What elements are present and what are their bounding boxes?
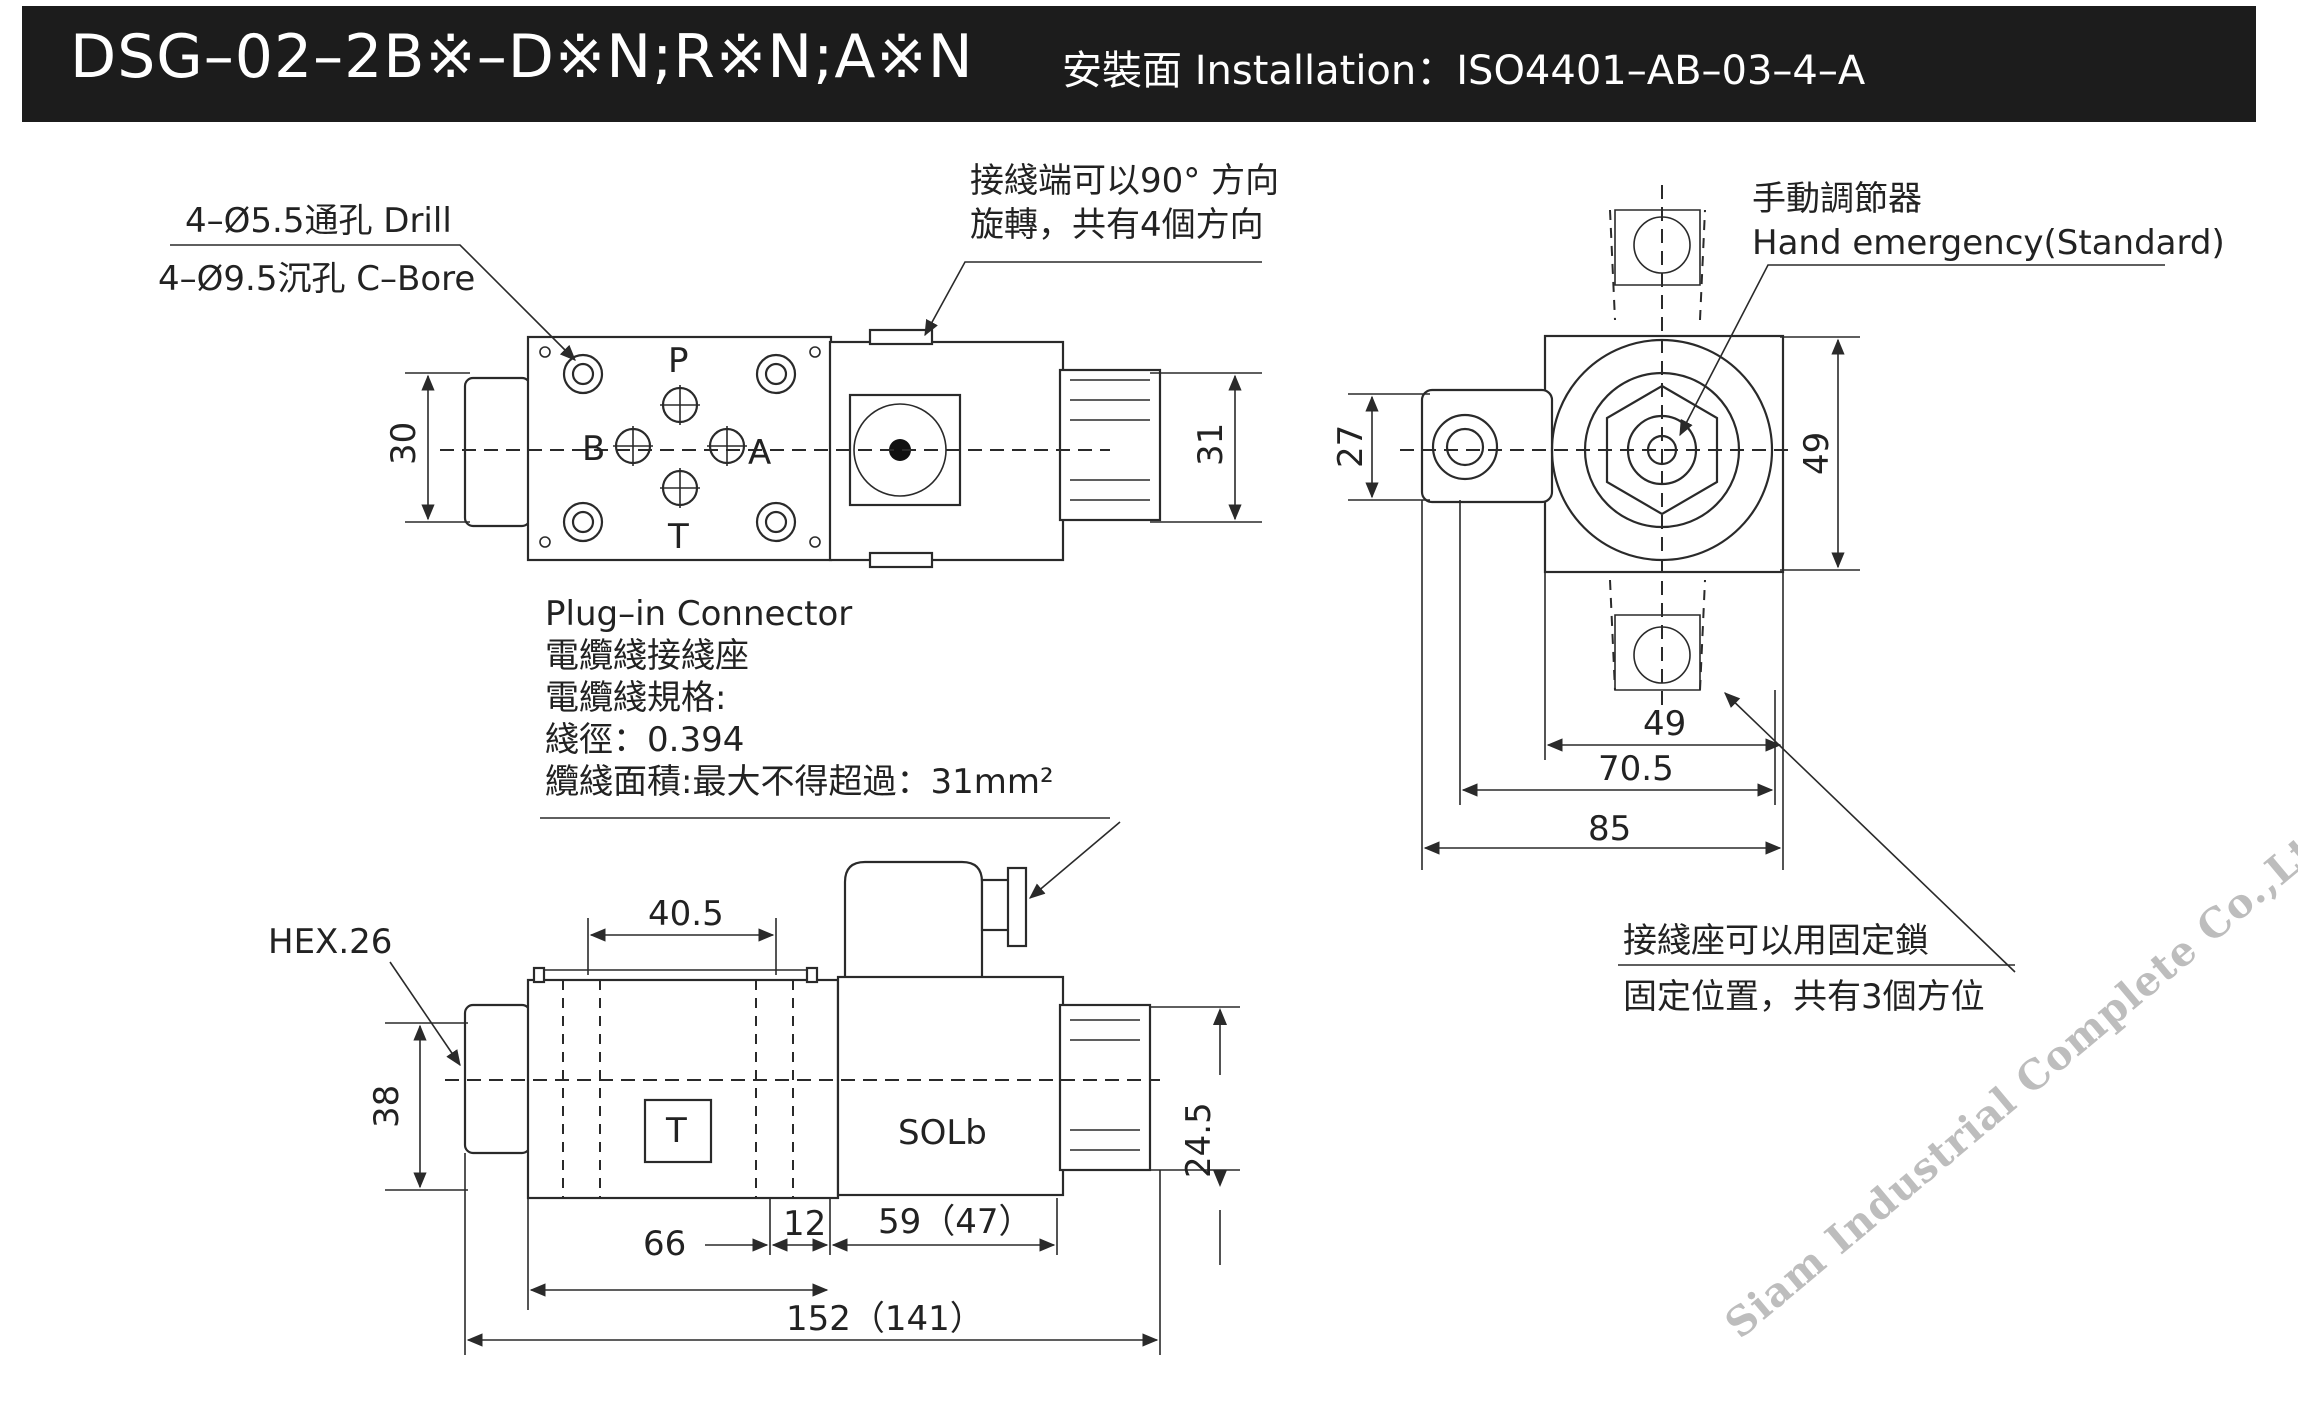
port-b-label: B xyxy=(582,429,605,469)
top-view xyxy=(170,244,1262,819)
dim-12: 12 xyxy=(783,1204,826,1244)
dim-59: 59（47） xyxy=(878,1202,1033,1242)
installation-spec: 安裝面 Installation：ISO4401–AB–03–4–A xyxy=(1062,48,1866,94)
hand-emergency-cn: 手動調節器 xyxy=(1752,179,1922,219)
lock-note-2: 固定位置，共有3個方位 xyxy=(1623,977,1985,1017)
side-view xyxy=(385,821,1240,1355)
title-bar: DSG–02–2B※–D※N;R※N;A※N 安裝面 Installation：… xyxy=(22,6,2256,122)
dim-152: 152（141） xyxy=(786,1299,984,1339)
terminal-note-1: 接綫端可以90° 方向 xyxy=(970,161,1279,201)
dim-27: 27 xyxy=(1331,425,1371,468)
connector-line-5: 纜綫面積:最大不得超過：31mm² xyxy=(545,762,1054,802)
model-code: DSG–02–2B※–D※N;R※N;A※N xyxy=(70,22,974,92)
dim-24-5: 24.5 xyxy=(1179,1102,1219,1178)
dim-49-vertical: 49 xyxy=(1797,432,1837,475)
drill-note: 4–Ø5.5通孔 Drill xyxy=(185,201,452,241)
connector-line-1: Plug–in Connector xyxy=(545,594,852,634)
port-t-label: T xyxy=(667,517,689,557)
dim-38: 38 xyxy=(367,1085,407,1128)
end-view xyxy=(1348,185,2165,973)
dim-66: 66 xyxy=(643,1224,686,1264)
dim-30: 30 xyxy=(384,422,424,465)
dim-31: 31 xyxy=(1191,423,1231,466)
port-a-label: A xyxy=(748,433,771,473)
connector-line-2: 電纜綫接綫座 xyxy=(545,636,749,676)
lock-note-1: 接綫座可以用固定鎖 xyxy=(1623,921,1929,961)
solenoid-label: SOLb xyxy=(898,1113,987,1153)
dim-40-5: 40.5 xyxy=(648,894,724,934)
hex-label: HEX.26 xyxy=(268,922,392,962)
terminal-note-2: 旋轉，共有4個方向 xyxy=(970,205,1264,245)
hand-emergency-en: Hand emergency(Standard) xyxy=(1752,223,2225,263)
connector-line-4: 綫徑：0.394 xyxy=(545,720,744,760)
watermark: Siam Industrial Complete Co.,Ltd. xyxy=(1716,799,2298,1348)
dim-85: 85 xyxy=(1588,809,1631,849)
tank-box-label: T xyxy=(665,1111,687,1151)
cbore-note: 4–Ø9.5沉孔 C–Bore xyxy=(158,259,475,299)
dim-49-horizontal: 49 xyxy=(1643,704,1686,744)
dim-70-5: 70.5 xyxy=(1598,749,1674,789)
port-p-label: P xyxy=(668,341,689,381)
connector-line-3: 電纜綫規格: xyxy=(545,678,726,718)
